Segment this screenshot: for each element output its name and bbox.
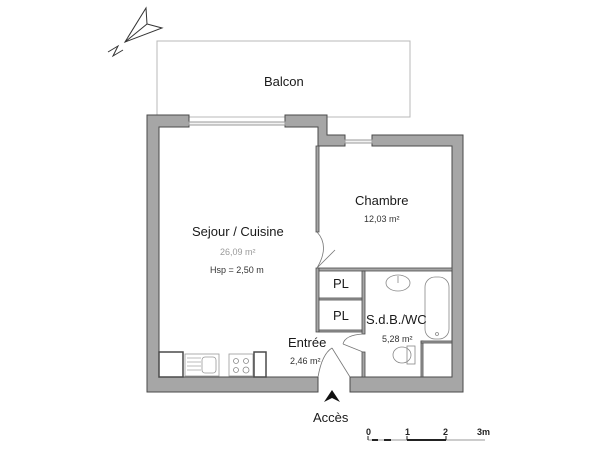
scale-tick-3: 3m: [477, 427, 491, 437]
exterior-walls: [146, 114, 464, 393]
sink-icon: [385, 274, 411, 292]
scale-bar: [367, 436, 485, 441]
scale-tick-0: 0: [366, 427, 372, 437]
scale-tick-2: 2: [443, 427, 449, 437]
door-swings: [316, 231, 364, 378]
kitchen-counter: [158, 351, 267, 378]
room-label-pl-1: PL: [333, 276, 349, 291]
room-area-sejour: 26,09 m²: [220, 247, 256, 257]
room-area-sdb: 5,28 m²: [382, 334, 413, 344]
room-label-sejour: Sejour / Cuisine: [192, 224, 284, 239]
room-area-chambre: 12,03 m²: [364, 214, 400, 224]
access-arrow-icon: [324, 390, 340, 402]
room-label-pl-2: PL: [333, 308, 349, 323]
room-label-entree: Entrée: [288, 335, 327, 350]
windows: [188, 121, 373, 144]
toilet-icon: [392, 346, 412, 364]
room-height-sejour: Hsp = 2,50 m: [210, 265, 264, 275]
room-area-entree: 2,46 m²: [290, 356, 321, 366]
bathtub-icon: [424, 276, 450, 340]
stove-icon: [228, 353, 254, 377]
bathroom-fixtures: [385, 274, 450, 365]
scale-tick-1: 1: [405, 427, 411, 437]
room-label-chambre: Chambre: [355, 193, 409, 208]
room-label-sdb: S.d.B./WC: [366, 312, 427, 327]
north-arrow-icon: [107, 6, 164, 58]
balcony-outline: [156, 40, 411, 118]
room-label-balcon: Balcon: [264, 74, 304, 89]
access-label: Accès: [313, 410, 349, 425]
